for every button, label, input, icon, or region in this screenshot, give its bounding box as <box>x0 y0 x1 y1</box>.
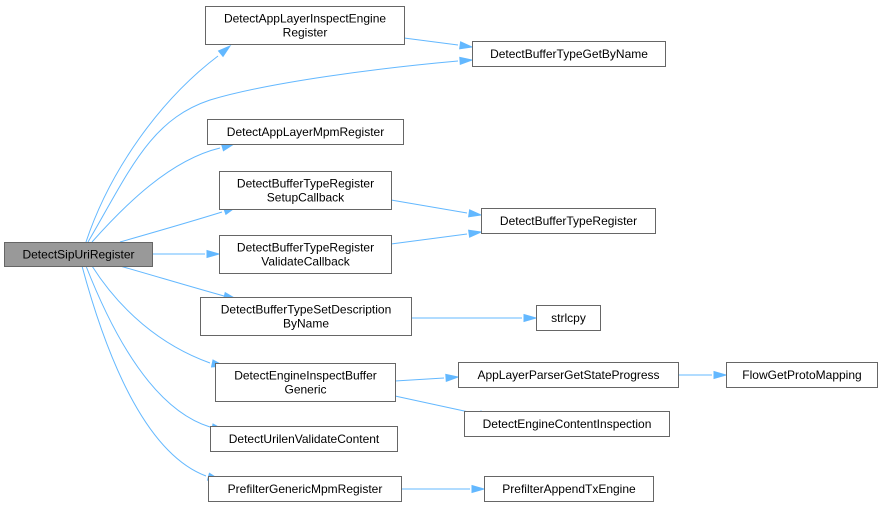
node-box <box>210 426 398 452</box>
node-root[interactable]: DetectSipUriRegister <box>4 242 153 267</box>
edge-line <box>81 265 207 477</box>
edge-root-to-n_alie <box>85 44 232 243</box>
node-label: PrefilterGenericMpmRegister <box>228 482 383 496</box>
edge-root-to-n_duvc <box>85 265 226 432</box>
node-box <box>464 411 670 437</box>
node-n_alpg[interactable]: AppLayerParserGetStateProgress <box>458 362 679 388</box>
node-label: ByName <box>283 317 329 331</box>
node-label: DetectEngineContentInspection <box>483 417 652 431</box>
node-label: AppLayerParserGetStateProgress <box>477 368 659 382</box>
node-label: ValidateCallback <box>261 255 350 269</box>
node-label: DetectBufferTypeGetByName <box>490 47 648 61</box>
node-label: DetectUrilenValidateContent <box>229 432 380 446</box>
node-box <box>208 476 402 502</box>
node-label: DetectAppLayerInspectEngine <box>224 12 386 26</box>
node-box <box>472 41 666 67</box>
node-box <box>215 363 396 402</box>
node-label: Register <box>283 26 328 40</box>
node-box <box>207 119 404 145</box>
node-n_strlcpy[interactable]: strlcpy <box>536 305 601 331</box>
node-box <box>484 476 654 502</box>
node-label: DetectEngineInspectBuffer <box>234 369 377 383</box>
node-n_fgpm[interactable]: FlowGetProtoMapping <box>726 362 878 388</box>
arrowhead-icon <box>445 373 460 383</box>
arrowhead-icon <box>459 41 474 50</box>
node-label: DetectSipUriRegister <box>22 248 134 262</box>
node-label: DetectBufferTypeRegister <box>237 177 374 191</box>
edge-line <box>91 265 211 364</box>
node-label: DetectAppLayerMpmRegister <box>227 125 384 139</box>
edge-n_btsd-to-n_strlcpy <box>411 313 538 323</box>
node-box <box>536 305 601 331</box>
node-box <box>4 242 153 267</box>
edge-line <box>119 211 223 243</box>
node-label: SetupCallback <box>267 191 345 205</box>
edge-line <box>390 199 468 214</box>
node-box <box>205 6 405 45</box>
edge-line <box>390 233 468 245</box>
edge-root-to-n_btrv <box>152 249 221 259</box>
edge-line <box>91 147 221 243</box>
edge-n_eibg-to-n_alpg <box>394 373 460 383</box>
edge-line <box>119 265 225 297</box>
node-n_bgbn[interactable]: DetectBufferTypeGetByName <box>472 41 666 67</box>
arrowhead-icon <box>471 484 486 494</box>
edge-n_alpg-to-n_fgpm <box>678 370 728 380</box>
node-label: Generic <box>284 383 326 397</box>
edge-n_pgmr-to-n_pate <box>401 484 486 494</box>
node-label: FlowGetProtoMapping <box>742 368 861 382</box>
node-box <box>726 362 878 388</box>
edge-line <box>85 265 211 428</box>
nodes-layer: DetectSipUriRegister DetectAppLayerInspec… <box>4 6 878 502</box>
node-label: DetectBufferTypeRegister <box>500 214 637 228</box>
edge-root-to-n_btsd <box>119 265 238 301</box>
edge-root-to-n_almr <box>91 143 236 243</box>
edge-line <box>403 37 459 46</box>
node-n_duvc[interactable]: DetectUrilenValidateContent <box>210 426 398 452</box>
arrowhead-icon <box>206 249 221 259</box>
edge-line <box>85 55 219 243</box>
edge-root-to-n_bgbn <box>87 56 474 243</box>
node-label: DetectBufferTypeRegister <box>237 241 374 255</box>
node-n_btr[interactable]: DetectBufferTypeRegister <box>481 208 656 234</box>
edge-line <box>87 60 459 243</box>
edge-line <box>394 377 445 382</box>
node-n_pgmr[interactable]: PrefilterGenericMpmRegister <box>208 476 402 502</box>
node-n_deci[interactable]: DetectEngineContentInspection <box>464 411 670 437</box>
edge-n_alie-to-n_bgbn <box>403 37 474 50</box>
node-label: DetectBufferTypeSetDescription <box>221 303 392 317</box>
node-box <box>219 235 392 274</box>
edge-root-to-n_btrs <box>119 206 238 243</box>
node-box <box>458 362 679 388</box>
edge-root-to-n_pgmr <box>81 265 222 481</box>
node-box <box>481 208 656 234</box>
edge-n_btrv-to-n_btr <box>390 229 483 245</box>
node-label: PrefilterAppendTxEngine <box>502 482 636 496</box>
node-box <box>219 171 392 210</box>
arrowhead-icon <box>468 209 483 218</box>
arrowhead-icon <box>523 313 538 323</box>
node-box <box>200 297 412 336</box>
arrowhead-icon <box>713 370 728 380</box>
edge-n_btrs-to-n_btr <box>390 199 483 218</box>
node-n_almr[interactable]: DetectAppLayerMpmRegister <box>207 119 404 145</box>
node-n_pate[interactable]: PrefilterAppendTxEngine <box>484 476 654 502</box>
arrowhead-icon <box>468 229 483 238</box>
arrowhead-icon <box>217 44 232 58</box>
node-label: strlcpy <box>551 311 586 325</box>
arrowhead-icon <box>459 56 474 66</box>
